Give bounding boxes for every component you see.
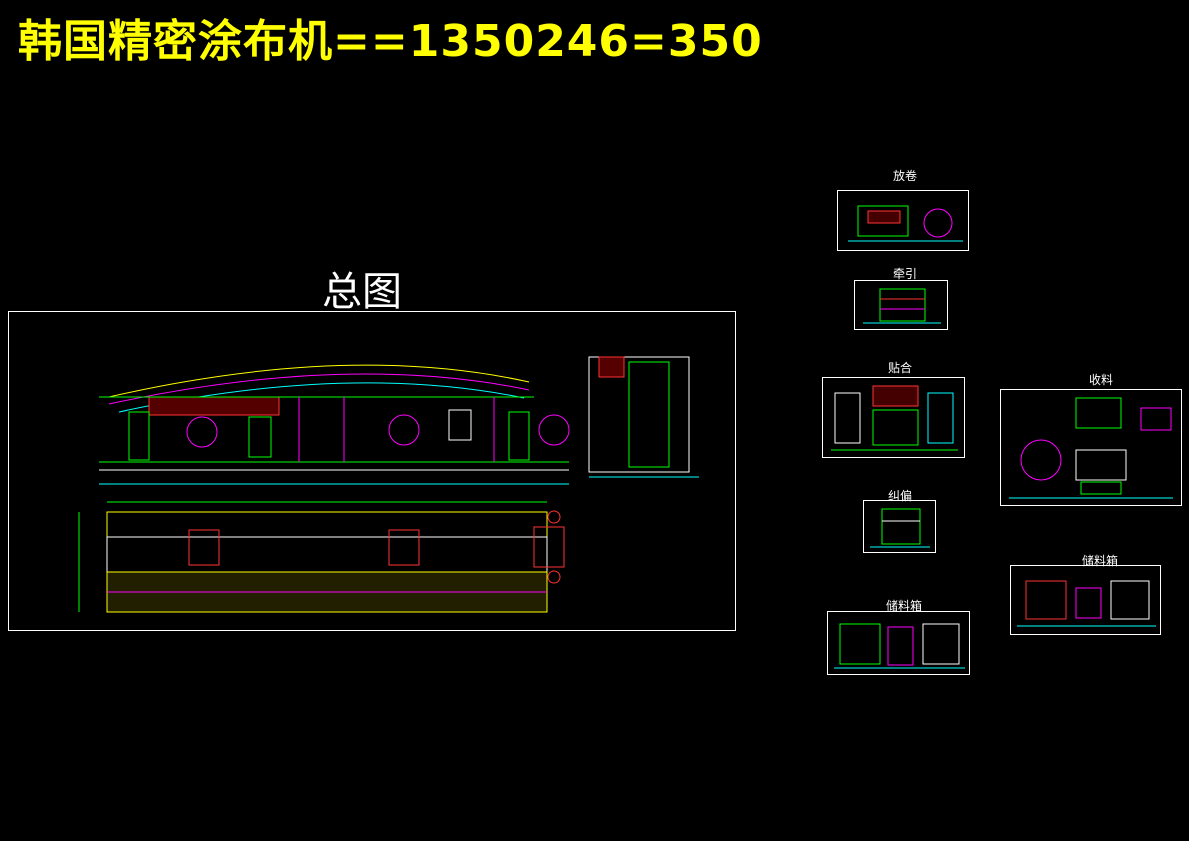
- rewind-drawing: [1009, 397, 1173, 499]
- laminate-drawing: [831, 385, 958, 451]
- sheet-label-storage-1: 储料箱: [1081, 554, 1118, 568]
- sheet-frame-rewind[interactable]: [1000, 389, 1182, 506]
- sheet-frame-correction[interactable]: [863, 500, 936, 553]
- sheet-label-storage-2: 储料箱: [885, 599, 922, 613]
- sheet-frame-laminate[interactable]: [822, 377, 965, 458]
- sheet-label-laminate: 贴合: [887, 361, 912, 375]
- drawing-title: 韩国精密涂布机==1350246=350: [18, 16, 763, 67]
- traction-drawing: [863, 288, 941, 324]
- sheet-label-traction: 牵引: [892, 267, 917, 281]
- overview-drawing: [78, 356, 699, 613]
- sheet-label-unwind: 放卷: [892, 169, 917, 183]
- overview-label: 总图: [322, 269, 402, 315]
- correction-drawing: [870, 508, 930, 548]
- sheet-frame-traction[interactable]: [854, 280, 948, 330]
- sheet-frame-unwind[interactable]: [837, 190, 969, 251]
- sheet-frame-storage-1[interactable]: [1010, 565, 1161, 635]
- storage-1-drawing: [1017, 580, 1156, 627]
- sheet-label-correction: 纠偏: [887, 489, 912, 503]
- sheet-frame-storage-2[interactable]: [827, 611, 970, 675]
- unwind-drawing: [848, 205, 963, 242]
- overview-frame[interactable]: [8, 311, 736, 631]
- sheet-label-rewind: 收料: [1088, 373, 1113, 387]
- storage-2-drawing: [834, 623, 965, 669]
